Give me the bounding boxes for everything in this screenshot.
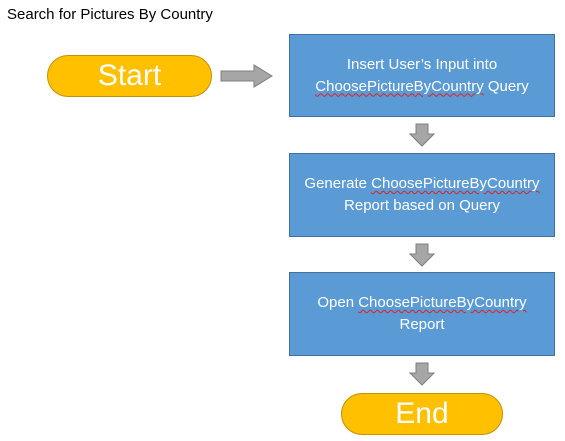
process-step-2-query-name: ChoosePictureByCountry: [371, 175, 540, 192]
page-title: Search for Pictures By Country: [7, 6, 213, 23]
process-step-1-query-name: ChoosePictureByCountry: [315, 77, 484, 95]
start-node: Start: [47, 55, 212, 97]
down-arrow-icon: [409, 243, 435, 267]
process-step-2-line-2: Report based on Query: [344, 197, 500, 214]
down-arrow-icon: [409, 362, 435, 386]
process-step-1-line-2-rest: Query: [483, 77, 529, 95]
process-step-3-line-1: Open ChoosePictureByCountry: [317, 292, 526, 314]
start-label: Start: [97, 59, 162, 92]
process-step-1-line-2: ChoosePictureByCountry Query: [315, 76, 528, 98]
end-label: End: [395, 397, 449, 430]
down-arrow-icon: [409, 123, 435, 147]
process-step-2-line-1: Generate ChoosePictureByCountry: [304, 173, 539, 195]
right-arrow-icon: [220, 64, 273, 88]
process-step-open-report: Open ChoosePictureByCountry Report: [289, 272, 555, 356]
process-step-insert-input: Insert User’s Input into ChoosePictureBy…: [289, 34, 555, 117]
process-step-1-line-1: Insert User’s Input into: [346, 55, 498, 73]
process-step-3-query-name: ChoosePictureByCountry: [358, 294, 527, 311]
process-step-generate-report: Generate ChoosePictureByCountry Report b…: [289, 153, 555, 237]
end-node: End: [341, 393, 503, 435]
process-step-2-prefix: Generate: [304, 175, 372, 192]
process-step-3-line-2: Report: [399, 316, 445, 333]
process-step-3-prefix: Open: [317, 294, 359, 311]
